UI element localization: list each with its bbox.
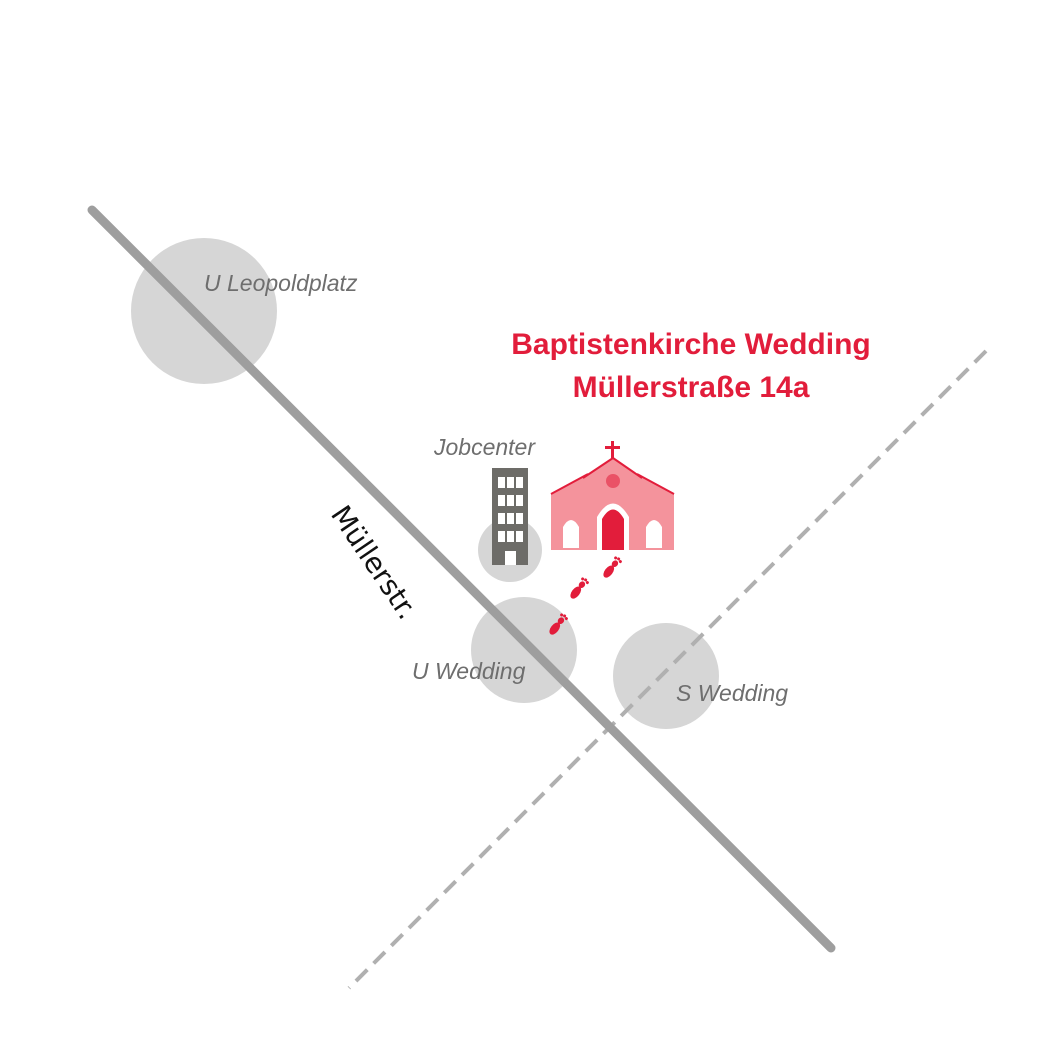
s-bahn-rail-line [347,349,988,990]
footprint-2 [570,577,589,599]
footprint-3 [603,556,622,578]
label-s-wedding: S Wedding [676,680,788,706]
street-label: Müllerstr. [324,499,424,625]
label-u-leopoldplatz: U Leopoldplatz [204,270,358,296]
label-jobcenter: Jobcenter [433,434,536,460]
station-circle-leopoldplatz[interactable] [131,238,277,384]
label-u-wedding: U Wedding [412,658,526,684]
church-icon[interactable] [550,441,675,550]
muellerstrasse-street-line [87,205,836,953]
church-name-title: Baptistenkirche Wedding [511,328,871,361]
footprints-icon [549,556,622,635]
station-circle-s-wedding[interactable] [613,623,719,729]
church-address-title: Müllerstraße 14a [573,371,810,404]
footprint-1 [549,613,568,635]
station-circle-u-wedding[interactable] [471,597,577,703]
office-building-icon [492,468,528,565]
